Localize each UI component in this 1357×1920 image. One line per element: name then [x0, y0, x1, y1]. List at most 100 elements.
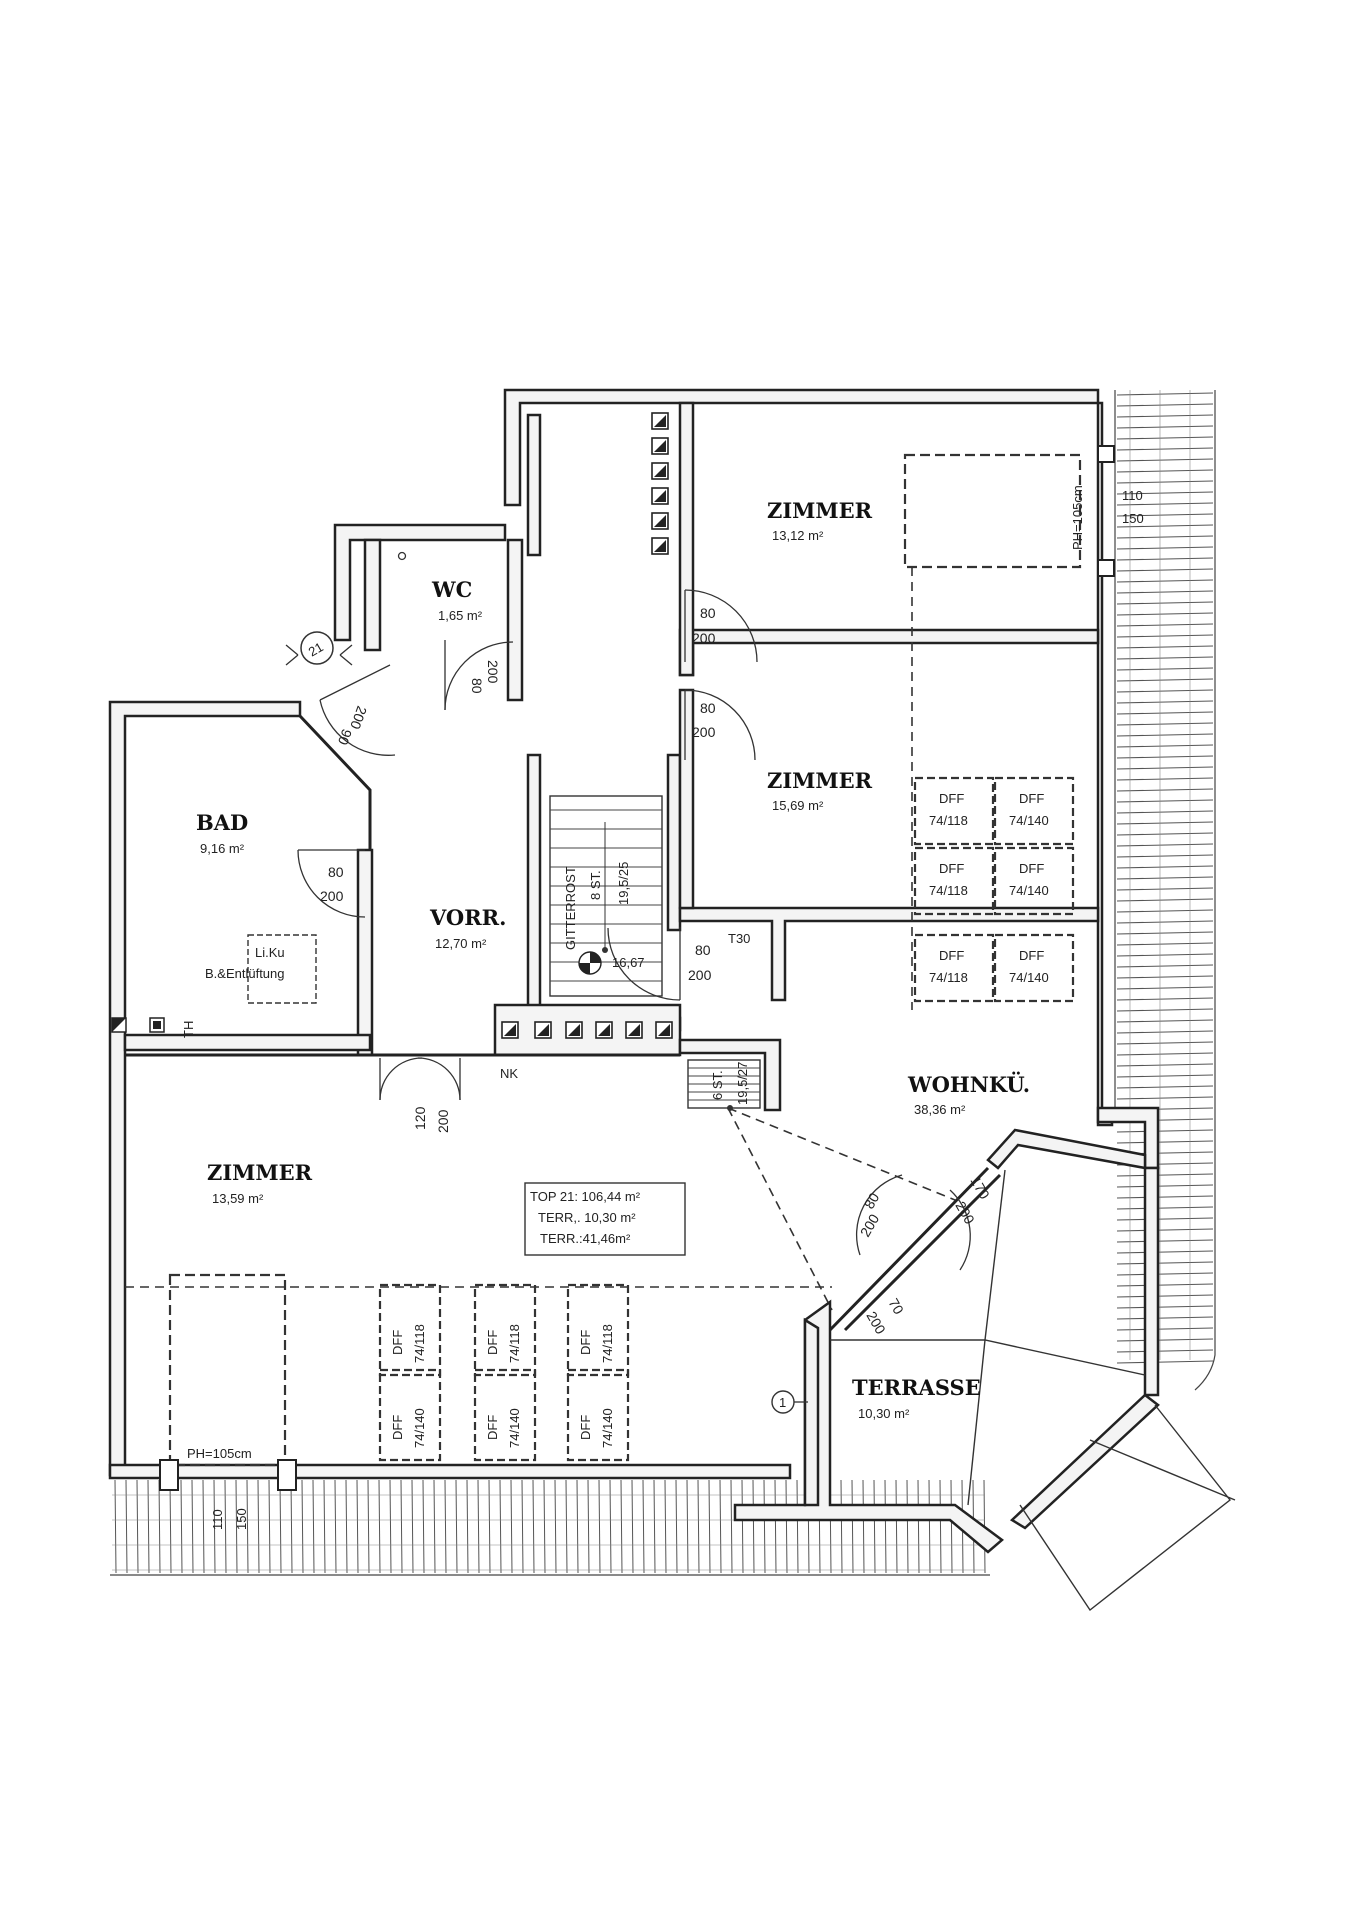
roof-tile-line — [125, 1479, 128, 1574]
roof-tile-line — [1116, 733, 1214, 737]
dff-window-size: 74/140 — [600, 1408, 615, 1448]
roof-tile-line — [752, 1479, 755, 1574]
roof-tile-line — [1116, 1063, 1214, 1067]
roof-tile-line — [906, 1479, 909, 1574]
roof-tile-line — [587, 1479, 590, 1574]
room-title-terrasse: TERRASSE — [852, 1375, 981, 1400]
roof-tile-line — [642, 1479, 645, 1574]
roof-tile-line — [653, 1479, 656, 1574]
roof-tile-line — [1116, 601, 1214, 605]
roof-tile-line — [367, 1479, 370, 1574]
roof-tile-line — [1116, 1173, 1214, 1177]
dff-window-label: DFF — [1019, 861, 1044, 876]
roof-tile-line — [466, 1479, 469, 1574]
dim-zimmer-top-w: 80 — [700, 605, 716, 621]
roof-tile-line — [1116, 997, 1214, 1001]
roof-tile-line — [1116, 623, 1214, 627]
chimney-flue — [651, 487, 669, 505]
roof-tile-line — [1116, 568, 1214, 572]
roof-tile-line — [1116, 1305, 1214, 1309]
roof-tile-line — [1116, 1338, 1214, 1342]
roof-tile-line — [1116, 942, 1214, 946]
roof-tile-line — [1116, 1206, 1214, 1210]
room-area-zimmer-top: 13,12 m² — [772, 528, 824, 543]
roof-tile-line — [1116, 931, 1214, 935]
roof-tile-line — [1116, 788, 1214, 792]
roof-tile-line — [1116, 744, 1214, 748]
roof-tile-line — [1116, 832, 1214, 836]
dim-terrace-80: 80 — [861, 1190, 883, 1212]
roof-tile-line — [213, 1479, 216, 1574]
dff-window-label: DFF — [390, 1330, 405, 1355]
roof-tile-line — [631, 1479, 634, 1574]
roof-tile-line — [873, 1479, 876, 1574]
roof-tile-line — [884, 1479, 887, 1574]
label-110-right: 110 — [1122, 488, 1143, 503]
room-title-zimmer-top: ZIMMER — [767, 498, 873, 523]
label-stairs-small: 6 ST. — [710, 1070, 725, 1100]
label-marker-1: 1 — [779, 1395, 786, 1410]
roof-tile-line — [444, 1479, 447, 1574]
roof-tile-line — [1116, 1272, 1214, 1276]
roof-tile-line — [1116, 799, 1214, 803]
dff-window-label: DFF — [1019, 791, 1044, 806]
dim-terrace-70: 70 — [885, 1296, 907, 1318]
label-unit-number: 21 — [306, 639, 326, 659]
roof-tile-line — [1116, 953, 1214, 957]
roof-tile-line — [1116, 1294, 1214, 1298]
chimney-flue — [651, 512, 669, 530]
dim-bad-w: 80 — [328, 864, 344, 880]
roof-tile-line — [477, 1479, 480, 1574]
roof-tile-line — [1116, 1228, 1214, 1232]
room-area-zimmer-bottom: 13,59 m² — [212, 1191, 264, 1206]
room-area-wohnku: 38,36 m² — [914, 1102, 966, 1117]
stairs-small — [687, 1059, 761, 1111]
roof-tile-line — [697, 1479, 700, 1574]
roof-tile-line — [422, 1479, 425, 1574]
dff-window-label: DFF — [578, 1415, 593, 1440]
roof-tile-line — [1116, 425, 1214, 429]
roof-tile-line — [609, 1479, 612, 1574]
roof-tile-line — [1116, 403, 1214, 407]
dff-window-label: DFF — [578, 1330, 593, 1355]
chimney-flue — [595, 1021, 613, 1039]
roof-tile-line — [1116, 513, 1214, 517]
room-title-wc: WC — [431, 577, 472, 602]
label-liku-2: B.&Entlüftung — [205, 966, 285, 981]
roof-tile-line — [1116, 986, 1214, 990]
label-110-bottom: 110 — [210, 1509, 225, 1530]
label-stairs-main: 8 ST. — [588, 870, 603, 900]
roof-tile-line — [851, 1479, 854, 1574]
roof-tile-line — [741, 1479, 744, 1574]
roof-tile-line — [1116, 1008, 1214, 1012]
roof-tile-line — [620, 1479, 623, 1574]
room-title-zimmer-bottom: ZIMMER — [207, 1160, 313, 1185]
roof-tile-line — [1116, 447, 1214, 451]
label-ph-bottom: PH=105cm — [187, 1446, 252, 1461]
roof-tile-line — [1116, 436, 1214, 440]
chimney-column-top — [651, 412, 669, 555]
roof-tile-line — [576, 1479, 579, 1574]
roof-tile-line — [235, 1479, 238, 1574]
terrace-lines — [830, 1169, 1236, 1612]
roof-tile-line — [1116, 920, 1214, 924]
roof-tile-line — [785, 1479, 788, 1574]
dff-window-size: 74/118 — [600, 1324, 615, 1363]
roof-tile-line — [1116, 1030, 1214, 1034]
roof-tile-line — [1116, 898, 1214, 902]
room-title-vorr: VORR. — [429, 905, 506, 930]
area-summary-box: TOP 21: 106,44 m² TERR,. 10,30 m² TERR.:… — [524, 1182, 686, 1256]
roof-tile-line — [1116, 480, 1214, 484]
roof-tile-line — [1116, 1184, 1214, 1188]
roof-tile-line — [763, 1479, 766, 1574]
roof-tile-line — [1116, 458, 1214, 462]
roof-tile-line — [1116, 1316, 1214, 1320]
roof-tile-line — [114, 1479, 117, 1574]
label-level: 16,67 — [612, 955, 645, 970]
roof-tile-line — [257, 1479, 260, 1574]
roof-tile-line — [1116, 656, 1214, 660]
